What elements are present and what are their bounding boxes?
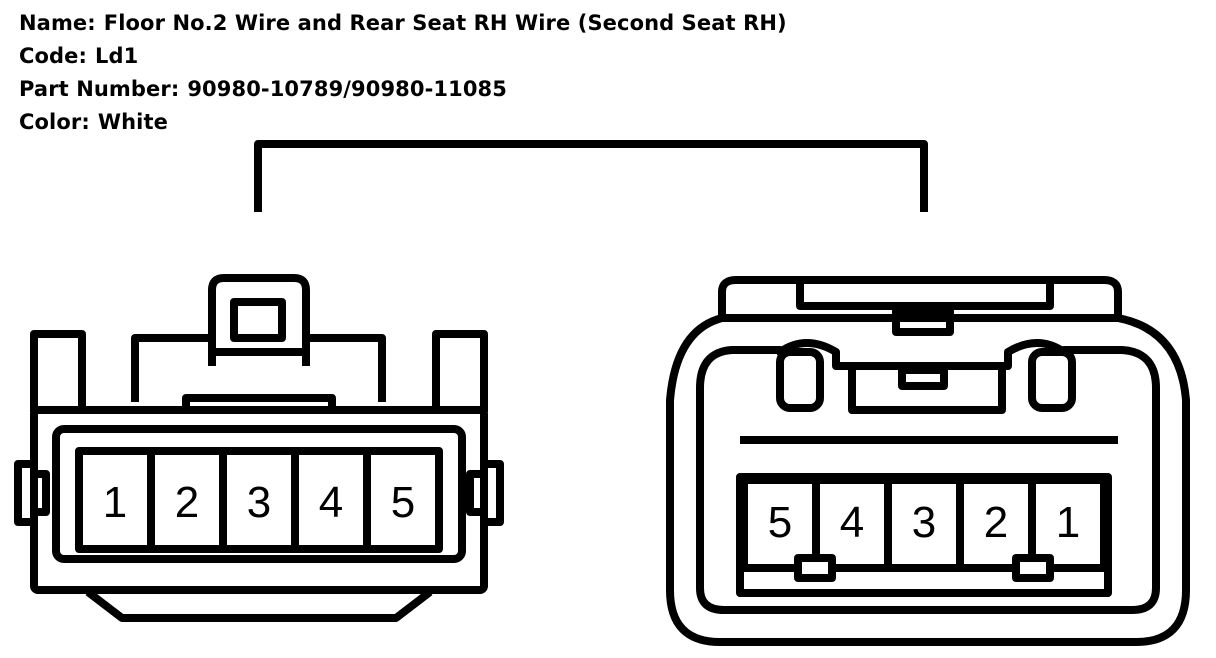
left-pin-number: 5 (391, 478, 415, 527)
left-connector-right-tab-inner (466, 470, 488, 516)
part-number-line: Part Number: 90980-10789/90980-11085 (19, 73, 787, 106)
connector-info: Name: Floor No.2 Wire and Rear Seat RH Wi… (19, 7, 787, 139)
right-pin-number: 4 (840, 498, 864, 547)
connector-name: Floor No.2 Wire and Rear Seat RH Wire (S… (103, 11, 787, 35)
left-connector-top-latch (208, 274, 310, 366)
left-connector-right-block (304, 334, 386, 402)
left-pin-number: 2 (175, 478, 199, 527)
left-pin-number: 4 (319, 478, 343, 527)
left-connector-left-block (131, 334, 214, 402)
right-pin-number: 3 (912, 498, 936, 547)
left-pin-number: 1 (103, 478, 127, 527)
connector-code-line: Code: Ld1 (19, 40, 787, 73)
left-connector-left-tab-inner (30, 470, 50, 516)
left-connector-bottom-lip (85, 588, 433, 622)
right-pin-cell (1028, 476, 1108, 572)
right-connector-pins: 5 4 3 2 1 (740, 476, 1108, 572)
part-number: 90980-10789/90980-11085 (187, 77, 507, 101)
left-connector-face (52, 425, 466, 563)
left-connector-left-guide (30, 330, 86, 412)
connector-color-line: Color: White (19, 106, 787, 139)
left-connector-pins: 1 2 3 4 5 (75, 447, 443, 553)
right-pin-number: 5 (768, 498, 792, 547)
left-connector: 1 2 3 4 5 (14, 274, 504, 622)
right-connector: 5 4 3 2 1 (666, 276, 1190, 646)
color-label: Color: (19, 110, 90, 134)
part-number-label: Part Number: (19, 77, 180, 101)
right-pin-number: 1 (1056, 498, 1080, 547)
connector-pair-bracket (254, 140, 928, 212)
left-connector-right-guide (432, 330, 488, 412)
right-connector-left-clip (794, 554, 836, 582)
left-pin-number: 3 (247, 478, 271, 527)
name-label: Name: (19, 11, 96, 35)
code-label: Code: (19, 44, 88, 68)
connector-color: White (97, 110, 168, 134)
left-pin-cell (363, 447, 443, 553)
connector-code: Ld1 (95, 44, 139, 68)
right-connector-top-slot (796, 276, 1054, 310)
left-connector-latch-window (230, 298, 286, 342)
right-connector-right-clip (1012, 554, 1054, 582)
right-connector-outer-shell (666, 314, 1190, 646)
right-connector-lock-key (898, 366, 948, 390)
right-connector-right-window (1028, 348, 1076, 412)
right-pin-number: 2 (984, 498, 1008, 547)
right-connector-left-window (776, 348, 824, 412)
connector-name-line: Name: Floor No.2 Wire and Rear Seat RH Wi… (19, 7, 787, 40)
